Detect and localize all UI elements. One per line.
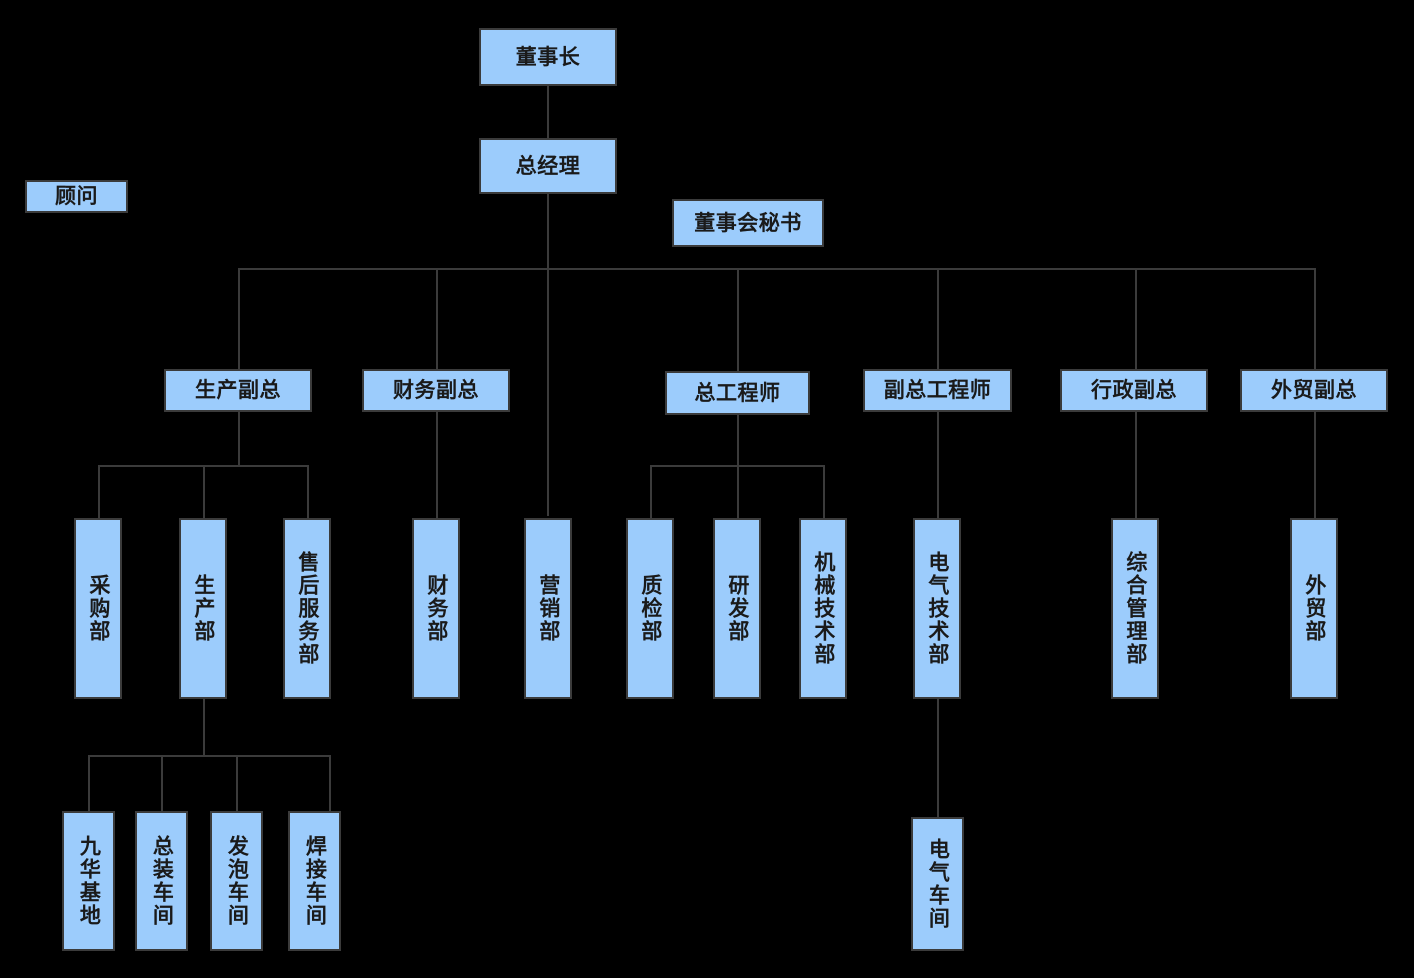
connector-bus-drop-deputy-chief-engineer (937, 268, 939, 370)
node-vp-production[interactable]: 生产副总 (164, 369, 312, 412)
node-dept-rnd[interactable]: 研发部 (713, 518, 761, 699)
connector-vp-foreign-trade-to-dept-foreign-trade (1314, 411, 1316, 518)
connector-vp-administration-to-dept-general-admin (1135, 411, 1137, 518)
connector-deputy-chief-engineer-to-dept-electrical-tech (937, 411, 939, 518)
node-dept-quality[interactable]: 质检部 (626, 518, 674, 699)
node-shop-electrical[interactable]: 电气车间 (911, 817, 964, 951)
node-dept-electrical-tech[interactable]: 电气技术部 (913, 518, 961, 699)
node-dept-general-admin[interactable]: 综合管理部 (1111, 518, 1159, 699)
node-chief-engineer[interactable]: 总工程师 (665, 371, 810, 415)
node-dept-finance[interactable]: 财务部 (412, 518, 460, 699)
connector-drop-dept-production (203, 465, 205, 518)
connector-dept-electrical-tech-to-shop-electrical (937, 698, 939, 817)
connector-bus-drop-chief-engineer (737, 268, 739, 373)
node-dept-foreign-trade[interactable]: 外贸部 (1290, 518, 1338, 699)
connector-drop-dept-quality (650, 465, 652, 518)
node-shop-welding[interactable]: 焊接车间 (288, 811, 341, 951)
connector-drop-dept-after-sales (307, 465, 309, 518)
connector-drop-shop-welding (329, 755, 331, 811)
node-general-manager[interactable]: 总经理 (479, 138, 617, 194)
connector-chairman-to-gm (547, 86, 549, 138)
node-vp-foreign-trade[interactable]: 外贸副总 (1240, 369, 1388, 412)
connector-drop-shop-final-assembly (161, 755, 163, 811)
connector-gm-stem (547, 194, 549, 516)
node-shop-foaming[interactable]: 发泡车间 (210, 811, 263, 951)
connector-workshops-bus (88, 755, 330, 757)
connector-vp-production-stem (238, 411, 240, 466)
connector-bus-drop-vp-finance (436, 268, 438, 370)
connector-gm-bus (238, 268, 1315, 270)
node-vp-administration[interactable]: 行政副总 (1060, 369, 1208, 412)
node-chairman[interactable]: 董事长 (479, 28, 617, 86)
connector-bus-drop-vp-administration (1135, 268, 1137, 370)
node-dept-mechanical-tech[interactable]: 机械技术部 (799, 518, 847, 699)
node-deputy-chief-engineer[interactable]: 副总工程师 (863, 369, 1012, 412)
connector-chief-engineer-stem (737, 414, 739, 466)
connector-drop-dept-rnd (737, 465, 739, 518)
node-dept-after-sales[interactable]: 售后服务部 (283, 518, 331, 699)
connector-dept-production-stem (203, 698, 205, 756)
connector-bus-drop-vp-foreign-trade (1314, 268, 1316, 370)
node-dept-purchasing[interactable]: 采购部 (74, 518, 122, 699)
connector-vp-finance-to-dept-finance (436, 411, 438, 518)
node-advisor[interactable]: 顾问 (25, 180, 128, 213)
node-dept-production[interactable]: 生产部 (179, 518, 227, 699)
node-dept-marketing[interactable]: 营销部 (524, 518, 572, 699)
connector-drop-shop-jiuhua-base (88, 755, 90, 811)
connector-drop-dept-purchasing (98, 465, 100, 518)
node-shop-jiuhua-base[interactable]: 九华基地 (62, 811, 115, 951)
node-shop-final-assembly[interactable]: 总装车间 (135, 811, 188, 951)
connector-drop-shop-foaming (236, 755, 238, 811)
node-vp-finance[interactable]: 财务副总 (362, 369, 510, 412)
connector-bus-drop-vp-production (238, 268, 240, 370)
connector-drop-dept-mechanical-tech (823, 465, 825, 518)
node-board-secretary[interactable]: 董事会秘书 (672, 199, 824, 247)
